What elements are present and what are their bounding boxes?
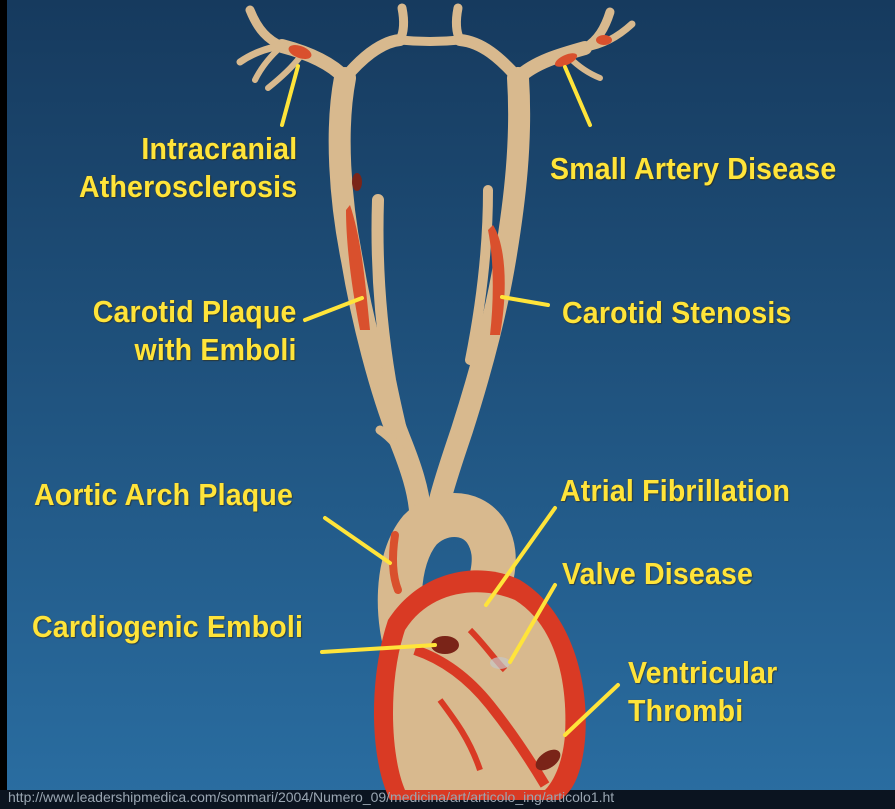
label-carotid-plaque-line1: Carotid Plaque: [93, 293, 297, 331]
label-ventricular-line1: Ventricular: [628, 654, 777, 692]
label-intracranial-atherosclerosis: Intracranial Atherosclerosis: [79, 130, 297, 206]
label-ventricular-thrombi: Ventricular Thrombi: [628, 654, 777, 730]
label-atrial-fibrillation: Atrial Fibrillation: [560, 472, 790, 510]
label-valve-disease: Valve Disease: [562, 555, 753, 593]
label-aortic-arch-plaque: Aortic Arch Plaque: [34, 476, 293, 514]
label-ventricular-line2: Thrombi: [628, 692, 777, 730]
left-border: [0, 0, 7, 809]
label-cardiogenic-emboli: Cardiogenic Emboli: [32, 608, 303, 646]
source-url-caption: http://www.leadershipmedica.com/sommari/…: [8, 789, 614, 805]
label-small-artery-disease: Small Artery Disease: [550, 150, 836, 188]
label-intracranial-line1: Intracranial: [79, 130, 297, 168]
label-carotid-stenosis: Carotid Stenosis: [562, 294, 792, 332]
label-carotid-plaque-line2: with Emboli: [93, 331, 297, 369]
label-carotid-plaque-with-emboli: Carotid Plaque with Emboli: [93, 293, 297, 369]
label-intracranial-line2: Atherosclerosis: [79, 168, 297, 206]
